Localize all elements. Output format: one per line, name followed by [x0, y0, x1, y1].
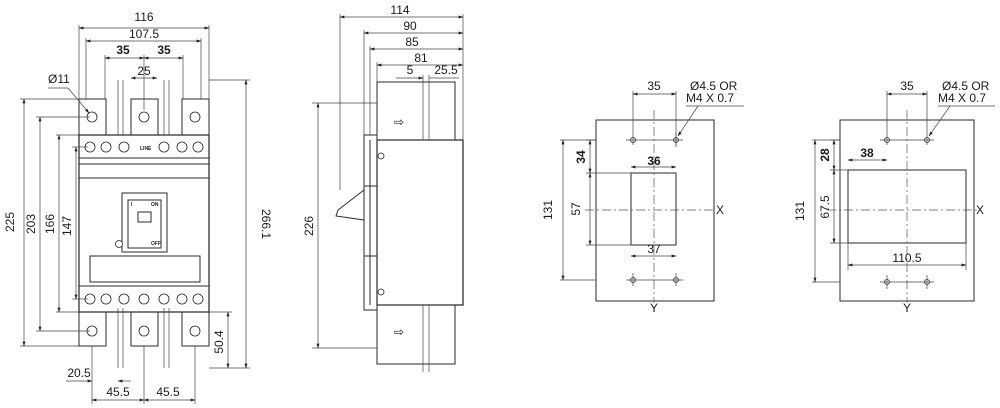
- panel-cutout-1: 35 Ø4.5 OR M4 X 0.7 34 36 131 57 37 X Y: [541, 79, 744, 315]
- front-right-dimensions: 266.1 50.4: [209, 79, 273, 369]
- svg-text:35: 35: [647, 79, 661, 93]
- svg-text:45.5: 45.5: [156, 385, 180, 399]
- svg-text:147: 147: [60, 216, 74, 236]
- svg-text:25.5: 25.5: [434, 63, 458, 77]
- side-height-dimension: 226: [302, 102, 377, 349]
- hole-diameter-callout: Ø11: [48, 72, 90, 114]
- svg-text:Ø4.5 OR: Ø4.5 OR: [942, 79, 990, 93]
- svg-text:5: 5: [407, 63, 414, 77]
- front-top-dimensions: 116 107.5 35 35 25: [78, 10, 210, 110]
- svg-text:M4 X 0.7: M4 X 0.7: [686, 91, 734, 105]
- svg-text:I: I: [131, 202, 133, 208]
- svg-text:45.5: 45.5: [106, 385, 130, 399]
- svg-text:225: 225: [3, 212, 17, 232]
- svg-text:131: 131: [793, 201, 807, 221]
- svg-text:Ø4.5 OR: Ø4.5 OR: [690, 79, 738, 93]
- svg-text:35: 35: [116, 43, 130, 57]
- svg-text:28: 28: [818, 148, 832, 162]
- svg-text:81: 81: [414, 51, 428, 65]
- front-bottom-dimensions: 20.5 45.5 45.5: [66, 346, 196, 404]
- svg-text:34: 34: [574, 150, 588, 164]
- svg-text:⇨: ⇨: [394, 325, 404, 339]
- panel-cutout-2: 35 Ø4.5 OR M4 X 0.7 28 38 131 67.5 110.5…: [793, 79, 995, 315]
- svg-text:Ø11: Ø11: [48, 72, 70, 86]
- axis-y-label: Y: [903, 301, 911, 315]
- svg-text:226: 226: [302, 216, 316, 236]
- svg-text:266.1: 266.1: [259, 209, 273, 239]
- axis-x-label: X: [716, 203, 724, 217]
- svg-text:110.5: 110.5: [892, 251, 921, 265]
- svg-text:114: 114: [390, 3, 409, 17]
- svg-text:25: 25: [137, 64, 151, 78]
- svg-text:203: 203: [24, 214, 38, 234]
- handle-window: I ON OFF: [115, 192, 168, 253]
- svg-text:131: 131: [541, 200, 555, 220]
- svg-text:⇨: ⇨: [394, 115, 404, 129]
- svg-text:85: 85: [405, 35, 419, 49]
- svg-text:107.5: 107.5: [129, 27, 159, 41]
- svg-text:ON: ON: [151, 202, 159, 208]
- svg-text:67.5: 67.5: [818, 195, 832, 219]
- svg-text:35: 35: [900, 79, 914, 93]
- axis-y-label: Y: [650, 301, 658, 315]
- front-left-dimensions: 225 203 166 147: [3, 98, 90, 347]
- svg-text:M4 X 0.7: M4 X 0.7: [938, 91, 986, 105]
- side-view: ⇨ ⇨ 114 90 85 81 5 25.5 226: [302, 3, 464, 372]
- svg-text:37: 37: [647, 242, 661, 256]
- breaker-body: [78, 134, 210, 313]
- side-body: [376, 139, 464, 306]
- cutout-1-window: [630, 172, 677, 246]
- svg-text:50.4: 50.4: [212, 330, 226, 354]
- svg-text:57: 57: [569, 202, 583, 216]
- svg-text:116: 116: [134, 10, 153, 24]
- front-view: LINE I ON OFF 116: [3, 10, 273, 404]
- svg-text:35: 35: [157, 43, 171, 57]
- svg-text:20.5: 20.5: [67, 366, 91, 380]
- svg-text:38: 38: [860, 146, 874, 160]
- top-terminals: [78, 80, 210, 140]
- side-top-dimensions: 114 90 85 81 5 25.5: [339, 3, 464, 190]
- bottom-terminals: [78, 308, 210, 368]
- side-handle: [335, 185, 378, 257]
- axis-x-label: X: [976, 203, 984, 217]
- bottom-screws: [84, 293, 204, 305]
- svg-text:90: 90: [403, 19, 417, 33]
- svg-text:OFF: OFF: [151, 241, 161, 247]
- svg-text:166: 166: [43, 214, 57, 234]
- line-label: LINE: [140, 146, 152, 152]
- svg-text:36: 36: [647, 154, 661, 168]
- top-screws: LINE: [84, 141, 204, 153]
